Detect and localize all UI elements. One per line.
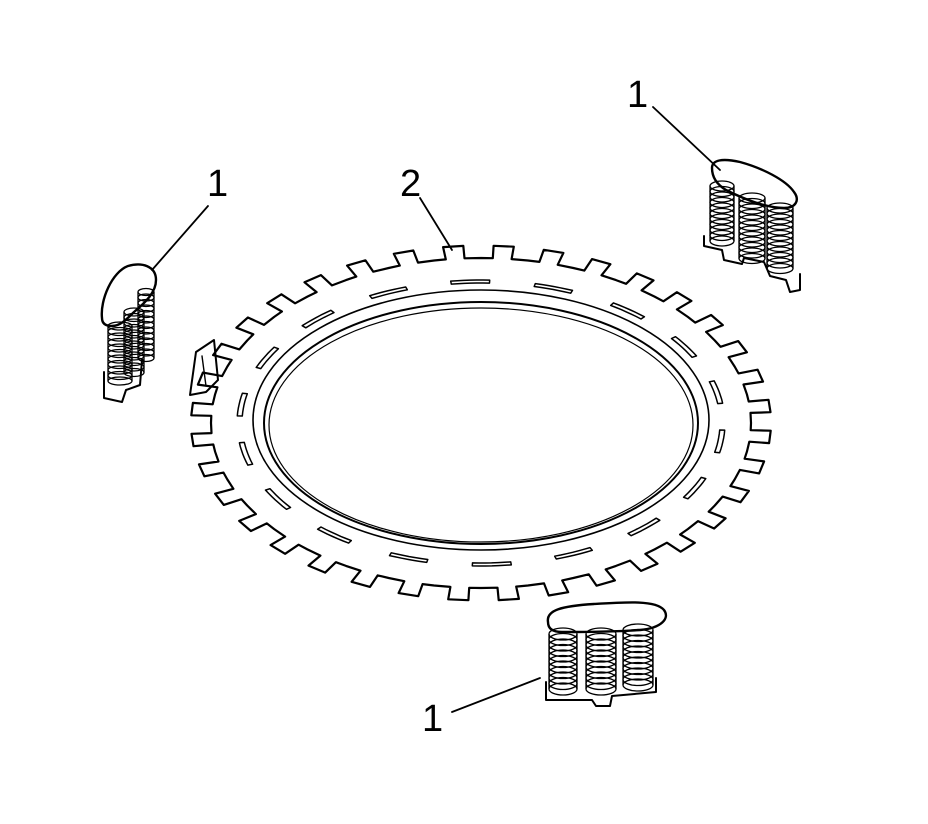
callout-spring-top-right: 1 [627, 74, 648, 116]
ring-slot [553, 546, 594, 560]
ring-plate-outer-toothed-edge [190, 244, 772, 602]
spring-pack-left [100, 263, 158, 403]
ring-plate [189, 244, 772, 602]
leader-line-ring [419, 197, 453, 251]
leader-line-left [151, 205, 209, 271]
ring-slot [627, 517, 661, 537]
callout-ring-plate: 2 [400, 163, 421, 205]
ring-slot [471, 561, 513, 567]
ring-slot [388, 552, 429, 564]
ring-slot [301, 309, 335, 329]
ring-slot [670, 335, 698, 359]
ring-slot [316, 526, 353, 544]
spring-pack-bottom [545, 601, 668, 707]
ring-slot [368, 286, 409, 300]
leader-line-bottom [451, 677, 541, 713]
ring-slot [609, 302, 646, 320]
spring-pack-left-cap [100, 263, 158, 328]
ring-slot [238, 441, 254, 466]
ring-slot [255, 346, 280, 370]
callout-spring-left: 1 [207, 163, 228, 205]
ring-slot [708, 380, 724, 405]
ring-plate-inner-edge [263, 301, 699, 545]
ring-slot [533, 282, 574, 294]
callout-spring-bottom: 1 [422, 698, 443, 740]
spring-pack-top-right-cap [710, 158, 798, 210]
ring-slot [264, 487, 292, 511]
leader-line-top-right [652, 106, 721, 171]
ring-slot [449, 279, 491, 285]
spring-pack-top-right-base [703, 235, 801, 293]
ring-plate-inner-edge-inner [268, 307, 694, 543]
spring-pack-left-base [103, 359, 143, 403]
coil-spring-turn [107, 376, 133, 386]
spring-pack-bottom-cap [546, 601, 668, 634]
ring-slot [236, 392, 249, 417]
spring-pack-bottom-coils [548, 623, 654, 696]
ring-plate-slots [236, 279, 726, 567]
spring-pack-top-right [703, 158, 801, 293]
ring-slot [682, 476, 707, 500]
spring-pack-left-coils [107, 287, 155, 386]
ring-plate-inner-step [252, 289, 710, 551]
ring-slot [713, 429, 726, 454]
spring-pack-bottom-base [545, 677, 657, 707]
ring-plate-left-tab [189, 339, 219, 396]
